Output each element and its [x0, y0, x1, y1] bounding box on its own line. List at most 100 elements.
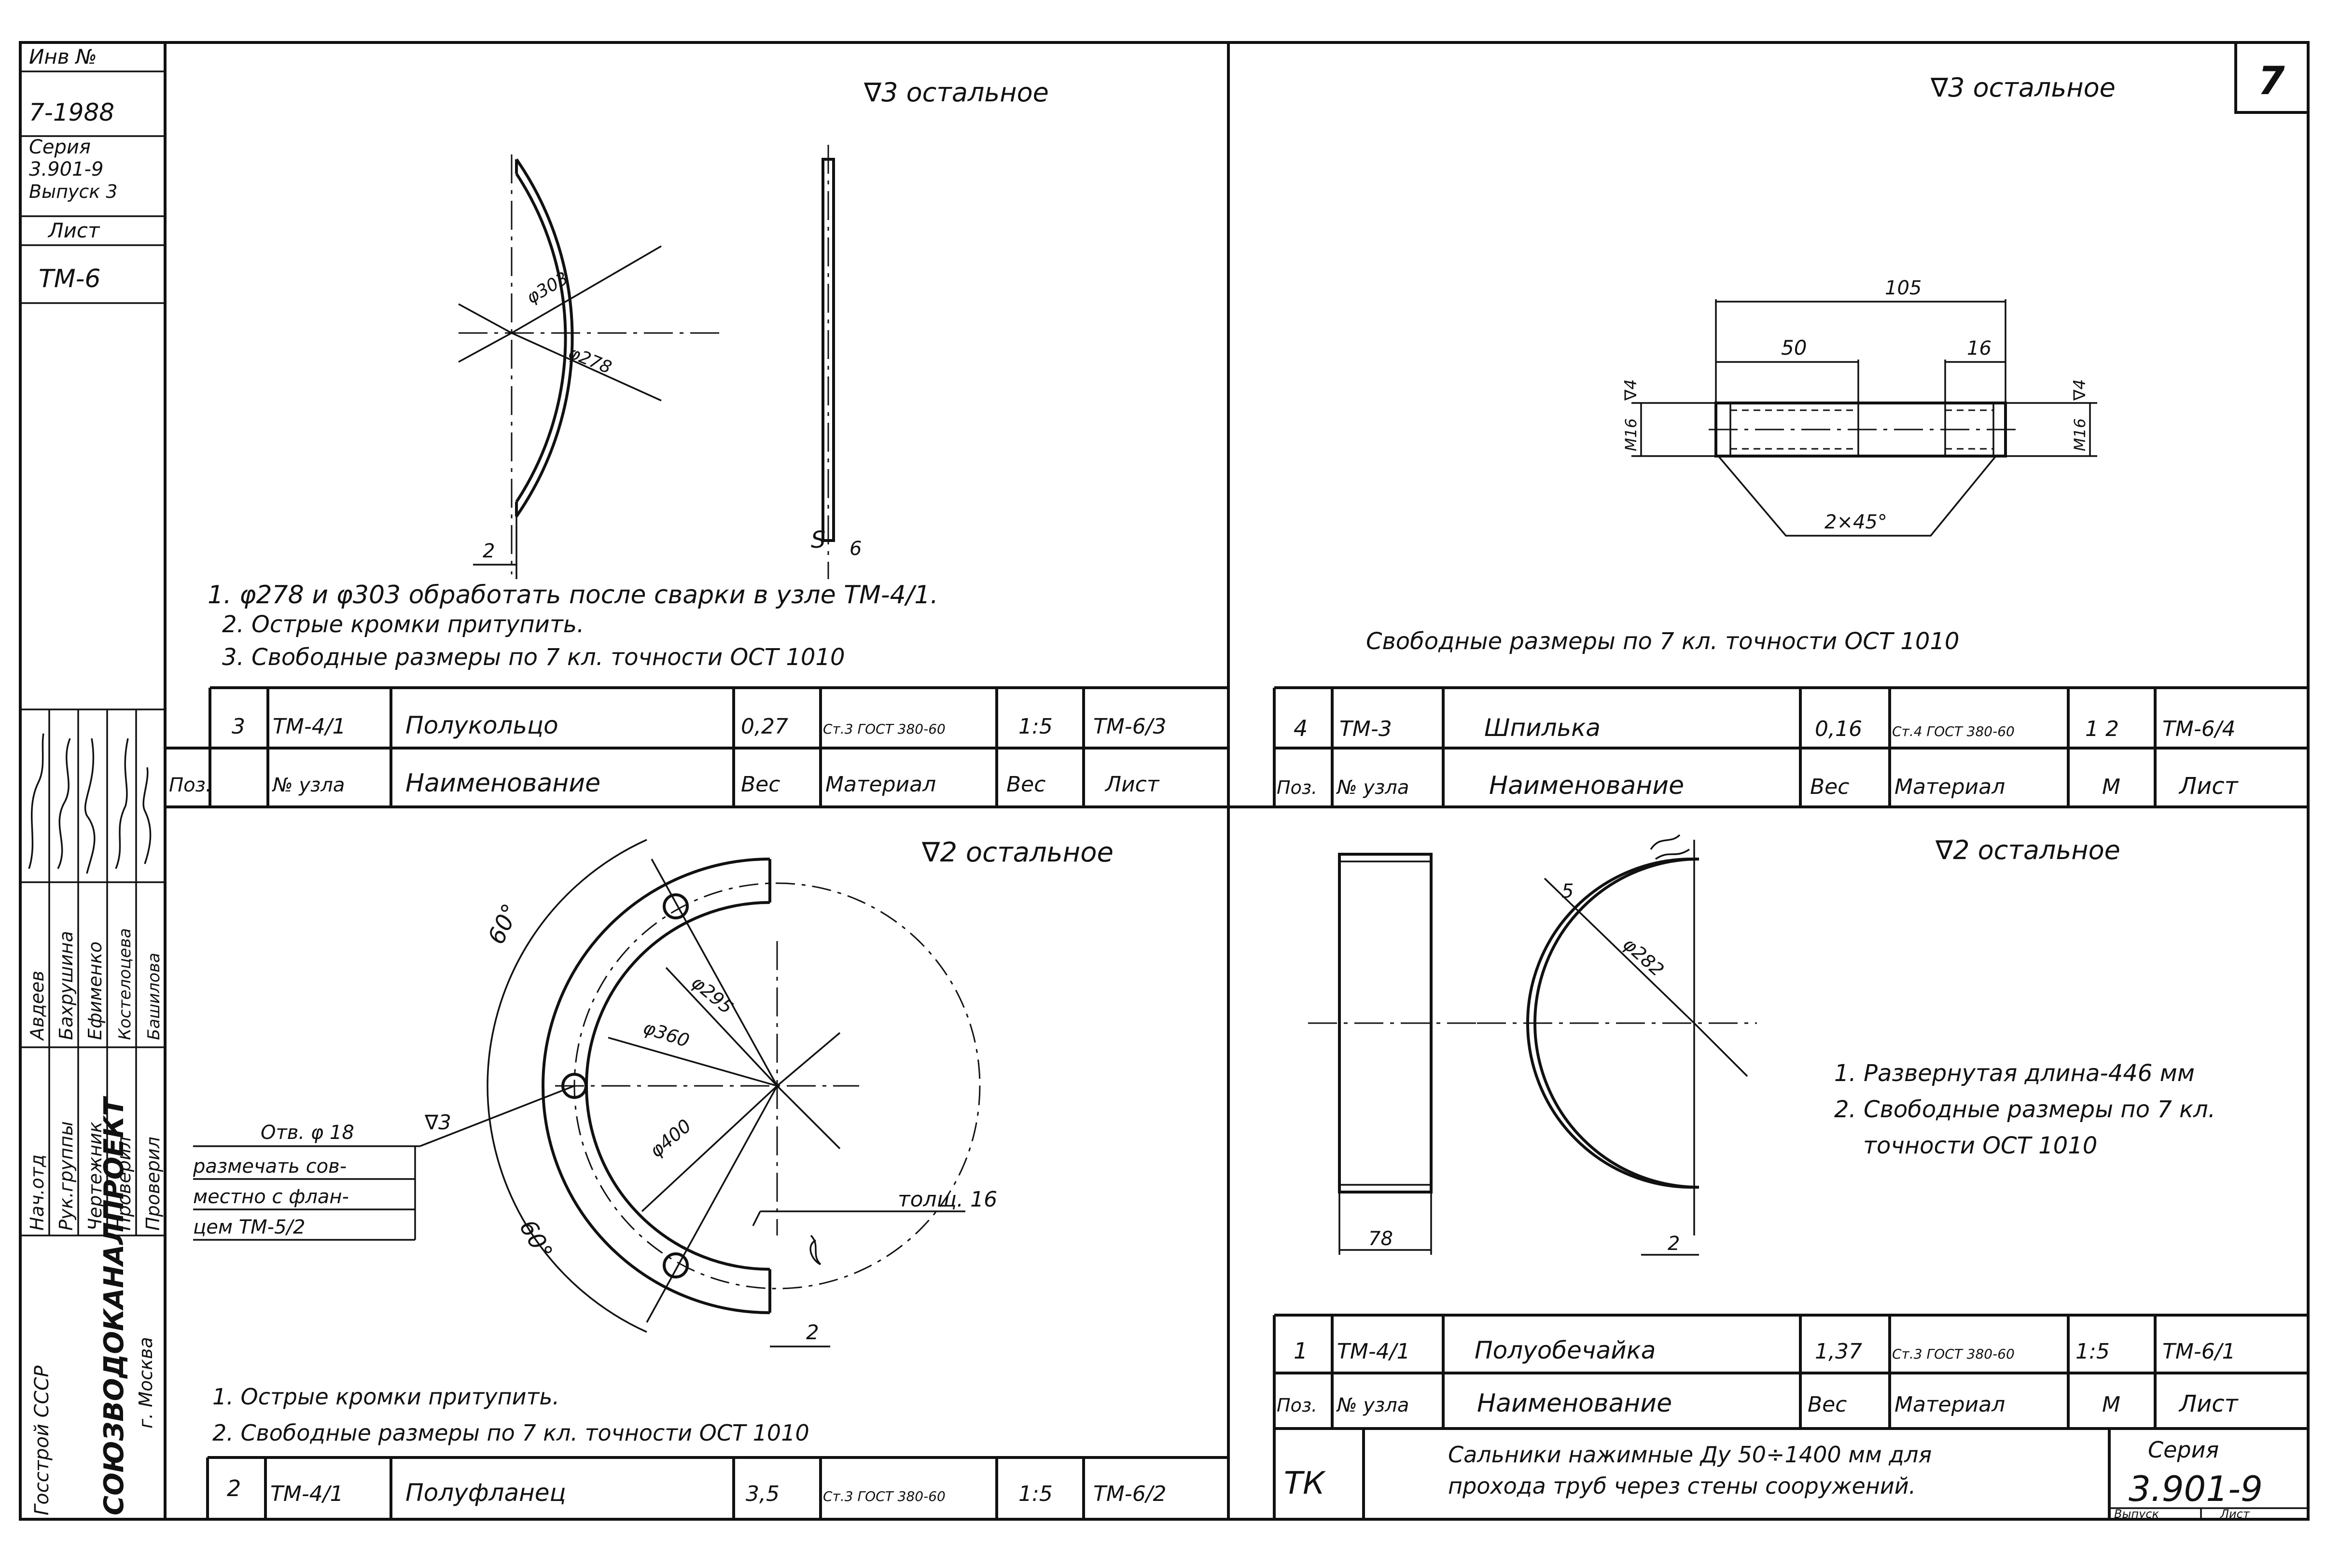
p3-hdr-node: № узла [272, 774, 345, 796]
p1-hdr-weight: Вес [1808, 1392, 1847, 1417]
part-4-drawing: ∇3 остальное 105 50 16 М16 ∇4 М16 [1366, 72, 2116, 655]
title-series-value: 3.901-9 [2129, 1469, 2263, 1509]
part-4-spec-table: 4 ТМ-3 Шпилька 0,16 Ст.4 ГОСТ 380-60 1 2… [1273, 686, 2308, 807]
p4-row-sheet: ТМ-6/4 [2162, 717, 2236, 741]
role-1: Нач.отд [27, 1154, 48, 1231]
p1-row-sheet: ТМ-6/1 [2162, 1339, 2236, 1364]
p1-hdr-pos: Поз. [1277, 1395, 1317, 1416]
p1-hdr-name: Наименование [1477, 1389, 1672, 1418]
name-4: Костелоцева [115, 928, 135, 1040]
p2-row-scale: 1:5 [1018, 1482, 1053, 1506]
p3-row-node: ТМ-4/1 [273, 714, 346, 739]
p2-row-material: Ст.3 ГОСТ 380-60 [823, 1488, 946, 1504]
p4-hdr-weight: Вес [1810, 775, 1849, 799]
p4-row-weight: 0,16 [1815, 717, 1862, 741]
part-1-drawing: ∇2 остальное 78 5 φ282 2 1. Развернутая … [1308, 834, 2215, 1256]
dim-m16-left: М16 [1622, 418, 1640, 451]
p4-hdr-col6: М [2102, 775, 2120, 799]
callout-line-2: размечать сов- [193, 1155, 347, 1178]
p1-hdr-col6: М [2102, 1392, 2120, 1417]
dim-thickness: толщ. 16 [898, 1187, 997, 1212]
p3-row-weight: 0,27 [741, 714, 788, 739]
name-2: Бахрушина [56, 931, 77, 1040]
rough-4-left: ∇4 [1621, 379, 1641, 401]
p4-row-node: ТМ-3 [1339, 717, 1392, 741]
part2-note-2: 2. Свободные размеры по 7 кл. точности О… [212, 1420, 809, 1446]
side-stamp: Инв № 7-1988 Серия 3.901-9 Выпуск 3 Лист… [19, 41, 167, 1521]
part1-note-1: 1. Развернутая длина-446 мм [1834, 1060, 2195, 1087]
page-number-box: 7 [2234, 41, 2310, 114]
callout-line-4: цем ТМ-5/2 [193, 1216, 305, 1238]
title-issue-label: Выпуск [2114, 1507, 2159, 1521]
issue-label: Выпуск 3 [29, 181, 118, 202]
part3-roughness: ∇3 остальное [864, 77, 1049, 108]
p4-hdr-name: Наименование [1489, 771, 1684, 800]
signatures [28, 733, 152, 874]
dim-phi295: φ295 [687, 971, 737, 1018]
p1-row-node: ТМ-4/1 [1337, 1339, 1410, 1364]
p3-row-pos: 3 [232, 714, 245, 739]
org-line-2: СОЮЗВОДОКАНАЛПРОЕКТ [98, 1096, 130, 1515]
p3-hdr-pos: Поз. [169, 774, 212, 796]
p2-row-pos: 2 [227, 1475, 241, 1501]
dim-chamfer: 2×45° [1825, 511, 1887, 533]
dim-6: 6 [850, 538, 862, 560]
p3-row-scale: 1:5 [1018, 714, 1053, 739]
name-1: Авдеев [27, 971, 48, 1041]
dim-phi278: φ278 [566, 343, 614, 378]
part2-note-1: 1. Острые кромки притупить. [212, 1384, 559, 1410]
p2-row-name: Полуфланец [405, 1479, 566, 1507]
p1-row-scale: 1:5 [2075, 1339, 2110, 1364]
title-block: ТК Сальники нажимные Ду 50÷1400 мм для п… [1284, 1429, 2308, 1521]
dim-50: 50 [1781, 336, 1807, 360]
org-line-3: г. Москва [135, 1337, 156, 1429]
p1-row-weight: 1,37 [1815, 1339, 1862, 1364]
org-line-1: Госстрой СССР [31, 1365, 53, 1515]
dim-edge-2: 2 [806, 1320, 819, 1344]
dim-16: 16 [1967, 337, 1992, 360]
part-2-drawing: ∇2 остальное 60° 60° φ295 φ360 φ400 толщ… [193, 837, 1114, 1446]
part-3-spec-table: 3 ТМ-4/1 Полукольцо 0,27 Ст.3 ГОСТ 380-6… [165, 686, 1228, 807]
p4-row-pos: 4 [1294, 715, 1308, 741]
rough-4-right: ∇4 [2070, 379, 2089, 401]
inv-value: 7-1988 [29, 98, 114, 126]
callout-line-3: местно с флан- [193, 1186, 349, 1208]
p4-hdr-material: Материал [1894, 775, 2005, 799]
name-5: Башилова [144, 953, 164, 1040]
dim-thickness-2b: 2 [1668, 1233, 1680, 1255]
dim-phi360: φ360 [641, 1017, 692, 1052]
p1-hdr-node: № узла [1336, 1394, 1409, 1416]
p4-row-material: Ст.4 ГОСТ 380-60 [1892, 723, 2015, 739]
role-3: Чертежник [84, 1122, 106, 1231]
part-2-spec-table: 2 ТМ-4/1 Полуфланец 3,5 Ст.3 ГОСТ 380-60… [206, 1456, 1228, 1519]
part3-note-3: 3. Свободные размеры по 7 кл. точности О… [222, 644, 845, 671]
part-3-drawing: ∇3 остальное φ303 φ278 2 S 6 1. φ278 и φ… [208, 77, 1049, 671]
part-1-spec-table: 1 ТМ-4/1 Полуобечайка 1,37 Ст.3 ГОСТ 380… [1273, 1314, 2308, 1519]
main-frame [164, 41, 2310, 1521]
p4-row-qty: 1 2 [2085, 717, 2119, 741]
series-label: Серия [29, 136, 91, 158]
callout-line-1: Отв. φ 18 [261, 1122, 354, 1144]
p3-hdr-weight: Вес [741, 772, 780, 797]
page-number: 7 [2258, 58, 2285, 103]
p3-hdr-col6: Вес [1006, 772, 1045, 797]
p1-row-material: Ст.3 ГОСТ 380-60 [1892, 1346, 2015, 1362]
title-series-label: Серия [2148, 1437, 2219, 1463]
p4-hdr-pos: Поз. [1277, 777, 1317, 798]
p4-hdr-node: № узла [1336, 777, 1409, 799]
p3-row-material: Ст.3 ГОСТ 380-60 [823, 721, 946, 737]
dim-105: 105 [1885, 277, 1922, 299]
role-2: Рук.группы [56, 1121, 77, 1231]
p2-row-node: ТМ-4/1 [270, 1482, 344, 1506]
title-sheet-label: Лист [2220, 1507, 2250, 1521]
part1-roughness: ∇2 остальное [1935, 835, 2120, 865]
part4-roughness: ∇3 остальное [1930, 72, 2116, 103]
role-5: Проверил [142, 1137, 164, 1231]
dim-5: 5 [1561, 880, 1574, 902]
dim-78: 78 [1368, 1228, 1393, 1250]
part2-roughness: ∇2 остальное [921, 837, 1114, 868]
part1-note-3: точности ОСТ 1010 [1863, 1132, 2097, 1159]
p3-hdr-material: Материал [825, 772, 936, 797]
part4-note: Свободные размеры по 7 кл. точности ОСТ … [1366, 628, 1959, 655]
